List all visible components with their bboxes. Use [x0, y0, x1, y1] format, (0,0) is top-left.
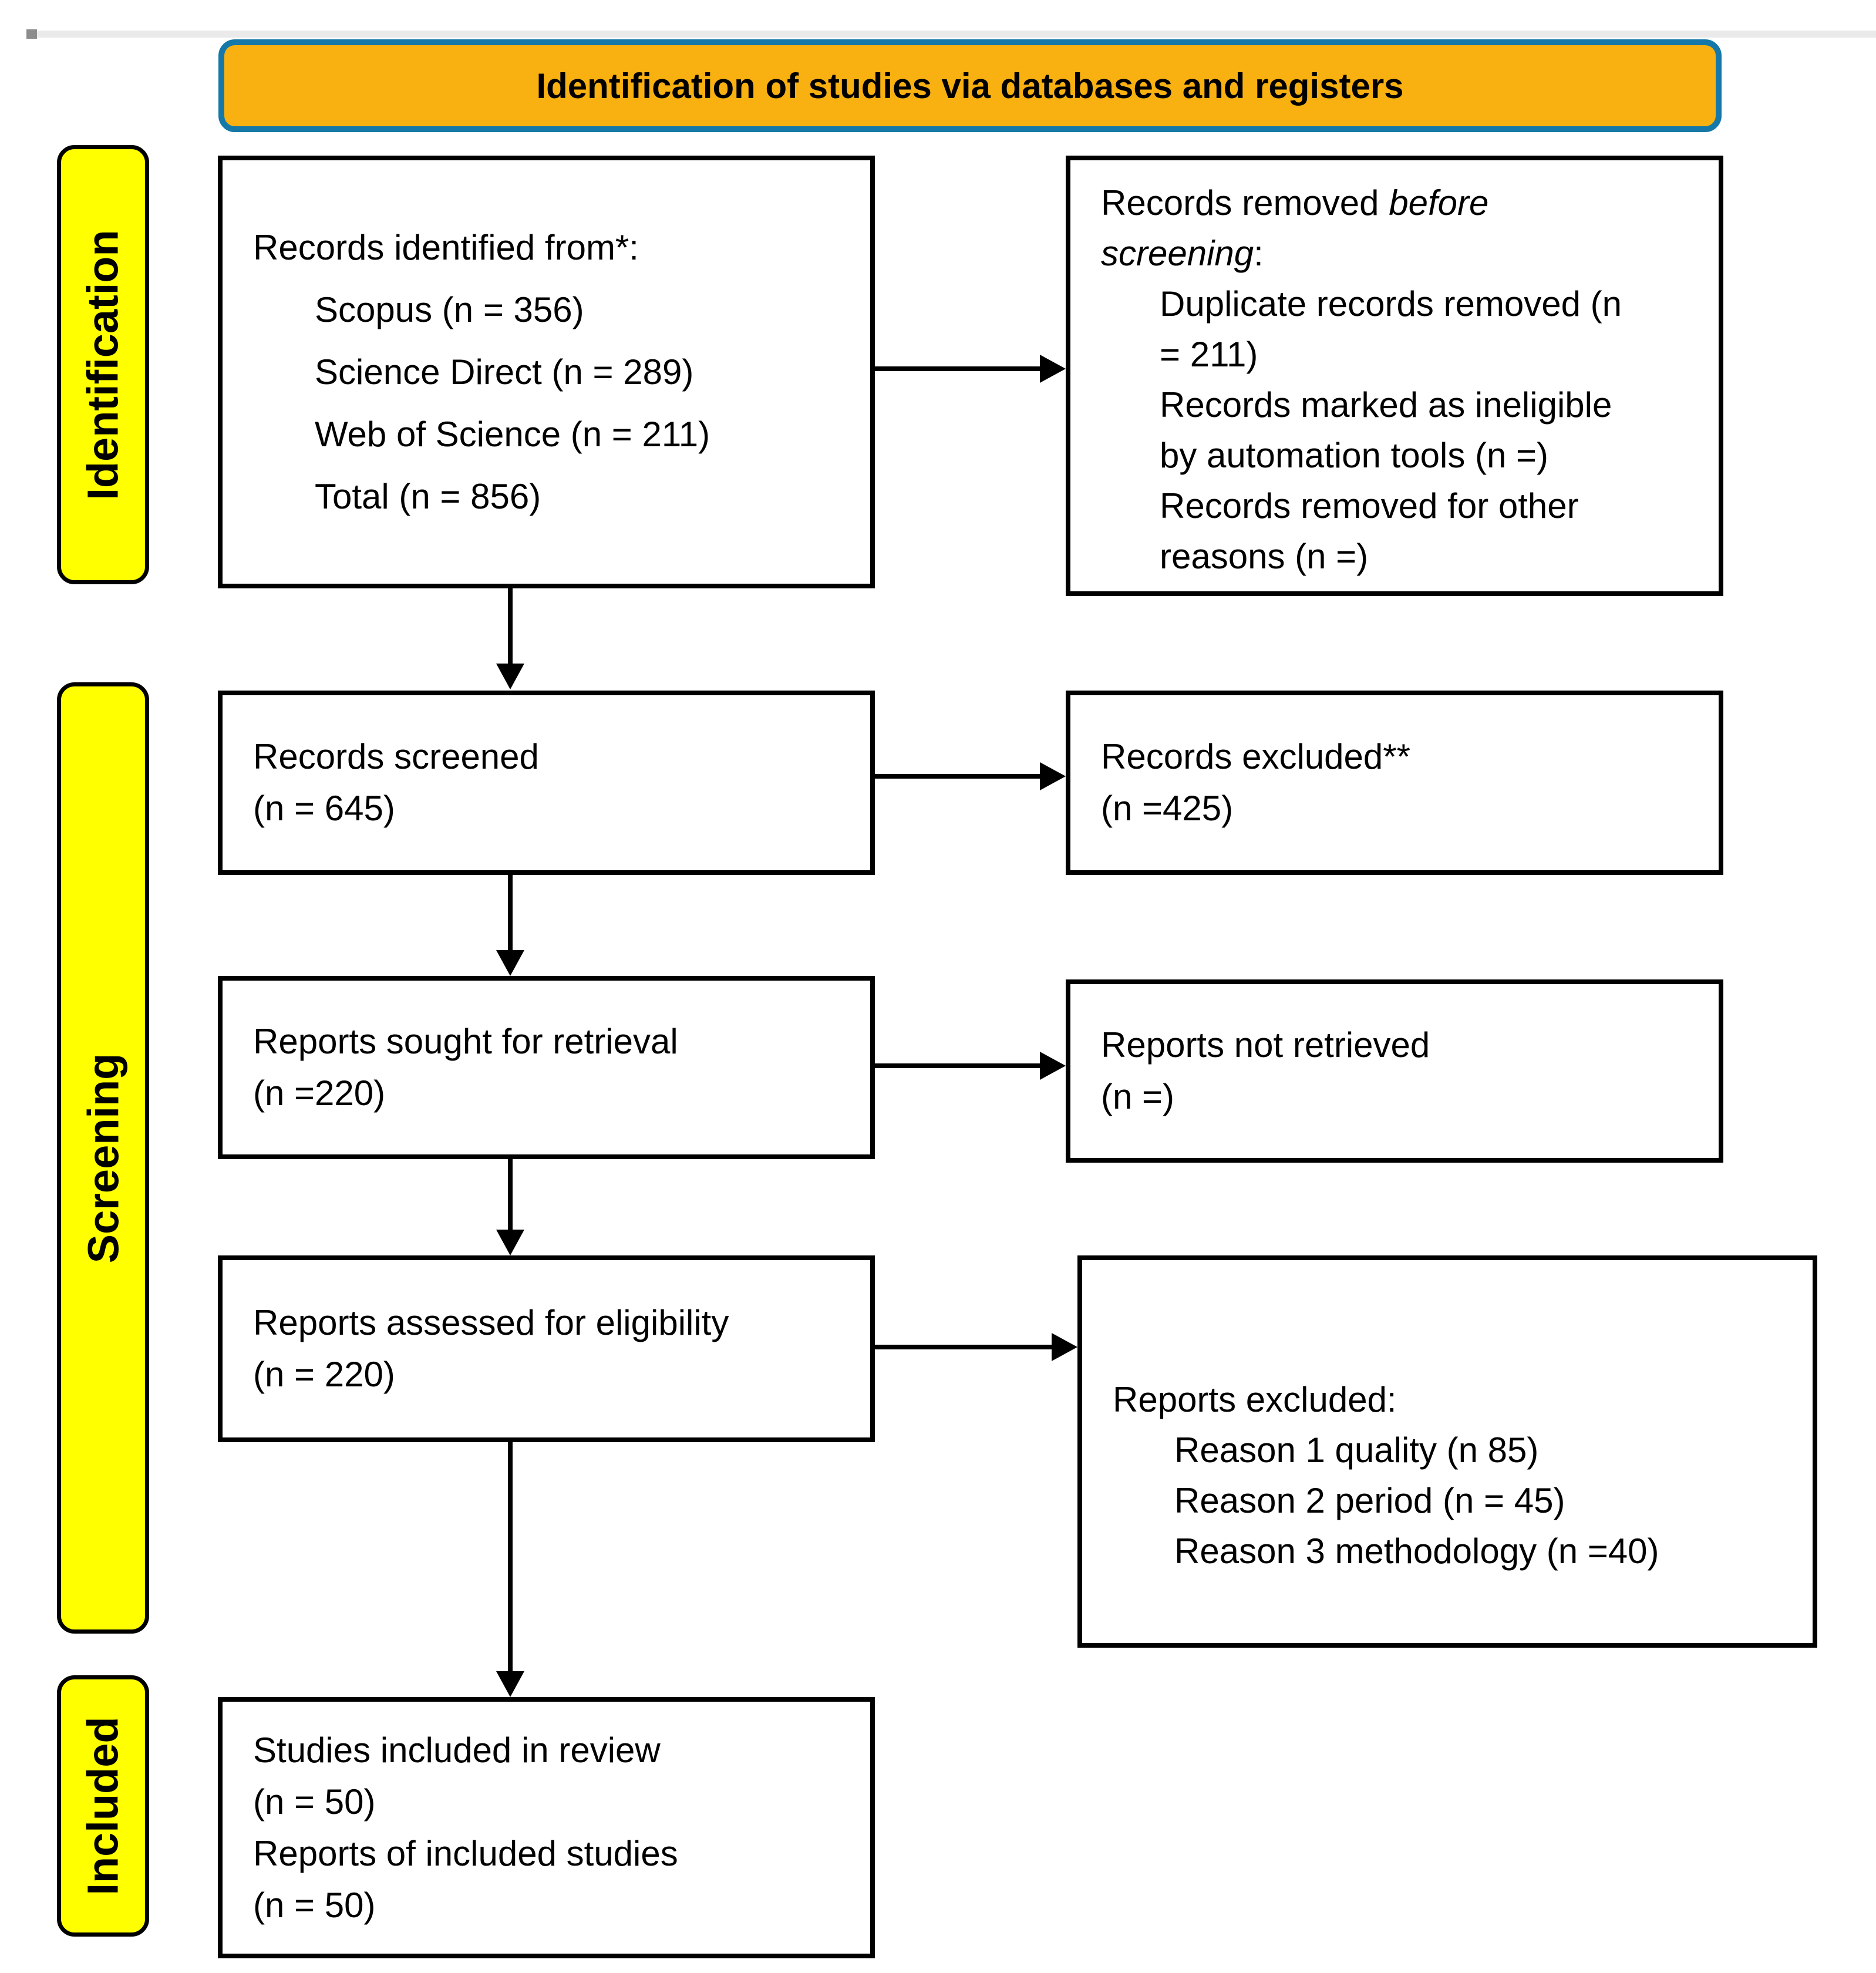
- arrow-shaft: [508, 588, 513, 665]
- title-prefix: Records removed: [1101, 183, 1389, 223]
- box-reports-sought: Reports sought for retrieval (n =220): [218, 976, 875, 1159]
- arrow-head-icon: [1040, 1052, 1066, 1080]
- list-item: Reason 1 quality (n 85): [1174, 1430, 1539, 1470]
- stage-label-identification: Identification: [57, 145, 149, 584]
- stage-label-text: Screening: [79, 1053, 128, 1263]
- box-records-excluded: Records excluded** (n =425): [1066, 691, 1723, 875]
- list-item: Total (n = 856): [315, 476, 541, 516]
- list-item: Reason 2 period (n = 45): [1174, 1481, 1565, 1520]
- arrow-head-icon: [1052, 1333, 1077, 1361]
- stage-label-screening: Screening: [57, 682, 149, 1634]
- box-reports-not-retrieved: Reports not retrieved (n =): [1066, 979, 1723, 1163]
- arrow-head-icon: [1040, 762, 1066, 790]
- box-records-screened: Records screened (n = 645): [218, 691, 875, 875]
- list-item: Science Direct (n = 289): [315, 352, 694, 392]
- list-item: Records marked as ineligible by automati…: [1160, 385, 1612, 475]
- list-item: Web of Science (n = 211): [315, 414, 710, 454]
- arrow-head-icon: [1040, 355, 1066, 383]
- top-scroll-strip-handle: [26, 29, 37, 39]
- title-suffix: :: [1254, 234, 1264, 273]
- box-text: Records excluded** (n =425): [1101, 737, 1410, 828]
- list-item: Reason 3 methodology (n =40): [1174, 1531, 1659, 1571]
- arrow-head-icon: [496, 664, 524, 689]
- box-title: Records identified from*:: [253, 227, 639, 267]
- arrow-shaft: [508, 1159, 513, 1231]
- box-records-identified: Records identified from*: Scopus (n = 35…: [218, 156, 875, 588]
- banner-identification-via-databases: Identification of studies via databases …: [218, 39, 1722, 132]
- list-item: Records removed for other reasons (n =): [1160, 486, 1579, 576]
- box-title: Records removed before screening:: [1101, 178, 1707, 279]
- title-italic: before screening: [1101, 183, 1489, 273]
- arrow-head-icon: [496, 1230, 524, 1255]
- top-scroll-strip: [26, 31, 1876, 38]
- arrow-shaft: [875, 1063, 1040, 1068]
- box-text: Reports not retrieved (n =): [1101, 1025, 1430, 1116]
- arrow-head-icon: [496, 950, 524, 976]
- banner-title: Identification of studies via databases …: [536, 66, 1404, 106]
- arrow-shaft: [875, 1345, 1052, 1349]
- stage-label-included: Included: [57, 1675, 149, 1937]
- arrow-shaft: [508, 875, 513, 951]
- arrow-shaft: [875, 774, 1040, 779]
- box-text: Records screened (n = 645): [253, 737, 539, 828]
- box-reports-excluded: Reports excluded: Reason 1 quality (n 85…: [1077, 1255, 1817, 1648]
- arrow-shaft: [508, 1442, 513, 1672]
- arrow-head-icon: [496, 1671, 524, 1697]
- box-text: Studies included in review (n = 50) Repo…: [253, 1730, 678, 1925]
- stage-label-text: Included: [79, 1716, 127, 1895]
- box-reports-assessed: Reports assessed for eligibility (n = 22…: [218, 1255, 875, 1442]
- list-item: Scopus (n = 356): [315, 289, 584, 329]
- list-item: Duplicate records removed (n = 211): [1160, 284, 1622, 374]
- box-title: Reports excluded:: [1113, 1380, 1397, 1419]
- box-studies-included: Studies included in review (n = 50) Repo…: [218, 1697, 875, 1958]
- stage-label-text: Identification: [79, 229, 128, 500]
- box-text: Reports sought for retrieval (n =220): [253, 1022, 678, 1113]
- arrow-shaft: [875, 366, 1040, 371]
- box-records-removed-before-screening: Records removed before screening: Duplic…: [1066, 156, 1723, 596]
- box-text: Reports assessed for eligibility (n = 22…: [253, 1303, 729, 1394]
